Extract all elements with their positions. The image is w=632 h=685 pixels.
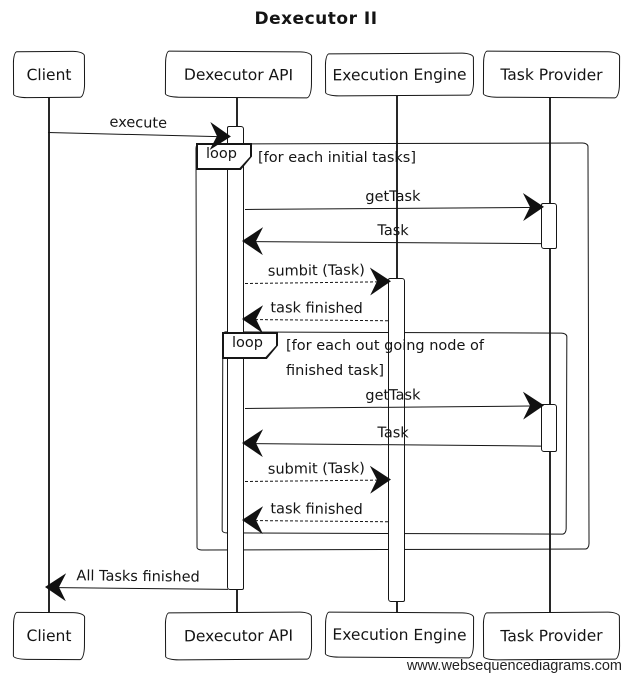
participant-label: Client xyxy=(26,65,72,84)
message-label: task finished xyxy=(270,300,363,318)
message-execute: execute xyxy=(47,115,231,150)
arrow-right-icon xyxy=(522,391,544,420)
message-label: sumbit (Task) xyxy=(267,262,365,280)
participant-execution-engine-top: Execution Engine xyxy=(324,52,475,97)
participant-label: Task Provider xyxy=(500,65,603,84)
participant-label: Client xyxy=(26,626,72,646)
message-all-tasks-finished: All Tasks finished xyxy=(45,568,228,602)
message-gettask-1: getTask xyxy=(245,189,544,222)
participant-client-top: Client xyxy=(12,50,86,99)
loop-condition-inner: [for each out going node of finished tas… xyxy=(286,338,485,380)
participant-label: Task Provider xyxy=(500,626,603,646)
loop-tag-fill xyxy=(197,144,251,169)
loop-condition-outer: [for each initial tasks] xyxy=(258,150,416,166)
arrow-right-icon xyxy=(369,267,391,296)
activation-bar-execution-engine xyxy=(388,278,405,602)
loop-tag-fill xyxy=(223,333,277,358)
loop-keyword: loop xyxy=(232,335,263,351)
loop-operator-tag-inner: loop xyxy=(222,332,278,359)
participant-label: Dexecutor API xyxy=(183,626,294,646)
arrow-left-icon xyxy=(242,227,264,256)
message-label: task finished xyxy=(270,501,363,519)
participant-dexecutor-api-bottom: Dexecutor API xyxy=(164,611,313,661)
diagram-title: Dexecutor II xyxy=(254,9,378,29)
message-label: Task xyxy=(377,222,409,240)
message-gettask-2: getTask xyxy=(245,387,544,420)
arrow-left-icon xyxy=(242,506,264,535)
activation-bar-task-provider-2 xyxy=(541,404,557,452)
participant-execution-engine-bottom: Execution Engine xyxy=(324,611,475,659)
arrow-left-icon xyxy=(242,429,264,458)
participant-dexecutor-api-top: Dexecutor API xyxy=(164,50,313,99)
arrow-left-icon xyxy=(242,305,264,334)
message-label: execute xyxy=(109,114,168,132)
lifeline-client xyxy=(48,96,50,612)
message-task-finished-1: task finished xyxy=(242,300,388,334)
arrow-left-icon xyxy=(45,573,67,602)
participant-task-provider-top: Task Provider xyxy=(482,50,621,99)
lifeline-task-provider xyxy=(549,96,551,612)
arrow-right-icon xyxy=(369,465,391,494)
message-label: getTask xyxy=(365,387,421,404)
message-sumbit-task: sumbit (Task) xyxy=(245,263,391,296)
arrow-right-icon xyxy=(522,193,544,222)
participant-label: Execution Engine xyxy=(332,625,467,645)
watermark: www.websequencediagrams.com xyxy=(406,658,622,674)
message-label: getTask xyxy=(365,188,421,206)
participant-client-bottom: Client xyxy=(12,611,86,661)
participant-label: Execution Engine xyxy=(332,65,467,84)
message-label: All Tasks finished xyxy=(76,568,200,586)
message-line xyxy=(47,587,228,590)
activation-bar-task-provider-1 xyxy=(541,203,557,249)
message-label: submit (Task) xyxy=(267,460,365,478)
message-task-2: Task xyxy=(242,425,541,458)
message-task-finished-2: task finished xyxy=(242,501,388,535)
participant-task-provider-bottom: Task Provider xyxy=(482,611,621,661)
message-submit-task: submit (Task) xyxy=(245,461,391,494)
loop-keyword: loop xyxy=(206,146,237,162)
arrow-right-icon xyxy=(209,121,231,150)
message-label: Task xyxy=(377,425,409,442)
message-line xyxy=(47,132,228,138)
participant-label: Dexecutor API xyxy=(183,65,294,84)
message-task-1: Task xyxy=(242,223,541,256)
loop-operator-tag-outer: loop xyxy=(196,143,252,170)
